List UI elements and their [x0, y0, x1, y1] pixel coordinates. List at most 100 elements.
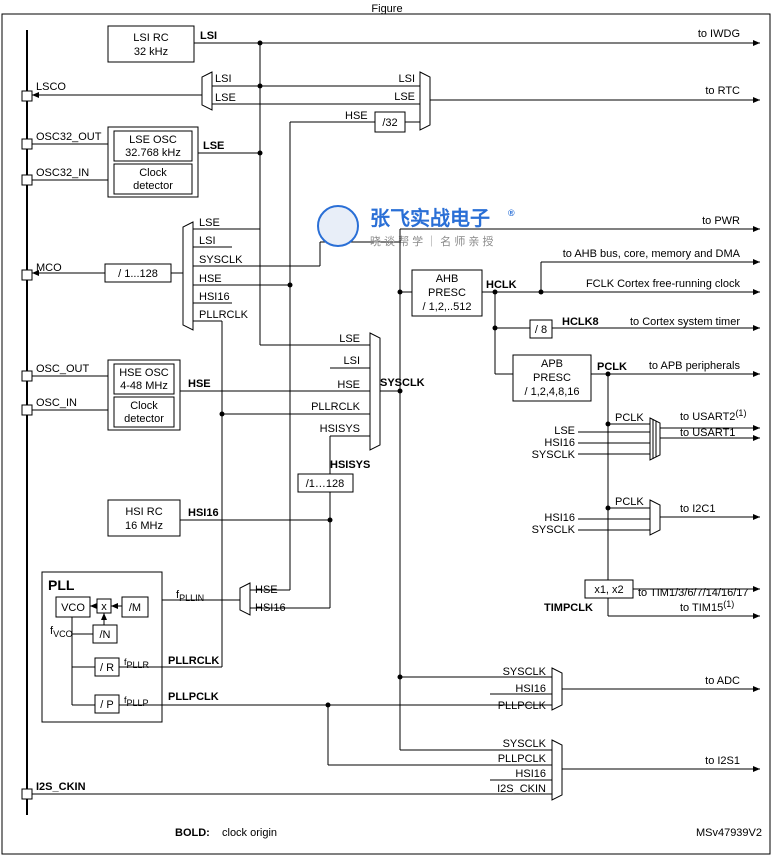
fpllp-label: fPLLP [124, 695, 149, 708]
pllrclk-label: PLLRCLK [168, 655, 219, 667]
svg-text:LSE: LSE [554, 425, 575, 437]
svg-text:OSC32_OUT: OSC32_OUT [36, 131, 102, 143]
diagram-border [1, 13, 771, 855]
svg-text:LSE OSC: LSE OSC [129, 134, 177, 146]
lsco-mux [201, 71, 213, 111]
svg-text:/M: /M [129, 602, 141, 614]
svg-text:SYSCLK: SYSCLK [503, 666, 547, 678]
to-tim15-label: to TIM15(1) [680, 599, 734, 614]
sysclk-label: SYSCLK [380, 377, 425, 389]
ahb-presc-block: AHB PRESC / 1,2,..512 [411, 269, 483, 317]
svg-text:LSI RC: LSI RC [133, 32, 169, 44]
pin-mco: MCO [21, 262, 62, 281]
hsi16-label: HSI16 [188, 507, 219, 519]
mco-mux [182, 221, 194, 331]
to-i2c1-label: to I2C1 [680, 503, 715, 515]
svg-text:16 MHz: 16 MHz [125, 520, 163, 532]
pin-osc-in: OSC_IN [21, 397, 77, 416]
svg-text:/ 1...128: / 1...128 [118, 268, 158, 280]
svg-text:PLLRCLK: PLLRCLK [199, 309, 249, 321]
pclk-label: PCLK [597, 361, 627, 373]
figure-ref: MSv47939V2 [696, 827, 762, 839]
lse-label: LSE [203, 140, 224, 152]
svg-text:OSC_OUT: OSC_OUT [36, 363, 89, 375]
svg-text:/N: /N [100, 629, 111, 641]
svg-text:/ 8: / 8 [535, 324, 547, 336]
figure-title: Figure [371, 3, 402, 15]
svg-text:/32: /32 [382, 117, 397, 129]
pin-i2s-ckin: I2S_CKIN [21, 781, 86, 800]
svg-text:VCO: VCO [61, 602, 85, 614]
to-i2s1-label: to I2S1 [705, 755, 740, 767]
hsisys-label: HSISYS [330, 459, 370, 471]
svg-text:PRESC: PRESC [533, 372, 571, 384]
svg-text:SYSCLK: SYSCLK [532, 524, 576, 536]
svg-text:/ P: / P [100, 699, 113, 711]
adc-mux [551, 667, 563, 711]
lsco-mux-lsi: LSI [215, 73, 232, 85]
rtc-mux-lsi: LSI [398, 73, 415, 85]
svg-text:/1…128: /1…128 [306, 478, 345, 490]
svg-text:Clock: Clock [130, 400, 158, 412]
svg-text:HSI16: HSI16 [515, 683, 546, 695]
rtc-mux [419, 71, 431, 131]
to-usart1-label: to USART1 [680, 427, 735, 439]
svg-text:HSI16: HSI16 [199, 291, 230, 303]
hclk-label: HCLK [486, 279, 517, 291]
svg-text:®: ® [508, 208, 515, 218]
fvco-label: fVCO [50, 625, 73, 639]
svg-text:HSI16: HSI16 [544, 512, 575, 524]
svg-text:32 kHz: 32 kHz [134, 46, 168, 58]
hsi-rc-block: HSI RC 16 MHz [107, 499, 181, 537]
svg-text:HSISYS: HSISYS [320, 423, 360, 435]
svg-text:/ R: / R [100, 662, 114, 674]
lse-osc-block: LSE OSC 32.768 kHz Clock detector [107, 126, 199, 198]
watermark: 张飞实战电子 ® 晓 谈 帮 学 ｜ 名 师 亲 授 [317, 205, 515, 248]
svg-text:PRESC: PRESC [428, 287, 466, 299]
lsco-mux-lse: LSE [215, 92, 236, 104]
svg-text:SYSCLK: SYSCLK [503, 738, 547, 750]
svg-text:APB: APB [541, 358, 563, 370]
svg-text:SYSCLK: SYSCLK [532, 449, 576, 461]
svg-text:HSE: HSE [337, 379, 360, 391]
svg-text:I2S_CKIN: I2S_CKIN [36, 781, 86, 793]
svg-text:PCLK: PCLK [615, 412, 644, 424]
svg-text:HSI16: HSI16 [544, 437, 575, 449]
lsi-label: LSI [200, 30, 217, 42]
to-iwdg-label: to IWDG [698, 28, 740, 40]
to-rtc-label: to RTC [705, 85, 740, 97]
svg-text:x1, x2: x1, x2 [594, 584, 623, 596]
svg-text:detector: detector [124, 413, 164, 425]
to-systick-label: to Cortex system timer [630, 316, 740, 328]
sysclk-mux [369, 332, 381, 451]
lsi-rc-block: LSI RC 32 kHz [107, 25, 195, 63]
svg-text:I2S_CKIN: I2S_CKIN [497, 783, 546, 795]
svg-text:AHB: AHB [436, 273, 459, 285]
hse-osc-block: HSE OSC 4-48 MHz Clock detector [107, 359, 181, 431]
svg-text:HSI16: HSI16 [515, 768, 546, 780]
pin-lsco: LSCO [21, 81, 66, 102]
to-adc-label: to ADC [705, 675, 740, 687]
svg-text:LSE: LSE [199, 217, 220, 229]
svg-text:detector: detector [133, 180, 173, 192]
i2s-mux [551, 739, 563, 801]
to-usart2-label: to USART2(1) [680, 408, 746, 423]
to-tim-label: to TIM1/3/6/7/14/16/17 [638, 587, 748, 599]
apb-presc-block: APB PRESC / 1,2,4,8,16 [512, 354, 592, 402]
svg-text:LSCO: LSCO [36, 81, 66, 93]
svg-text:张飞实战电子: 张飞实战电子 [370, 206, 490, 230]
svg-text:x: x [101, 601, 107, 613]
svg-text:OSC_IN: OSC_IN [36, 397, 77, 409]
svg-text:晓 谈 帮 学 ｜ 名 师 亲 授: 晓 谈 帮 学 ｜ 名 师 亲 授 [370, 234, 493, 248]
to-ahb-label: to AHB bus, core, memory and DMA [563, 248, 741, 260]
fpllr-label: fPLLR [124, 657, 150, 670]
pin-osc-out: OSC_OUT [21, 363, 89, 382]
i2c-mux [649, 499, 661, 536]
svg-text:Clock: Clock [139, 167, 167, 179]
svg-text:HSE OSC: HSE OSC [119, 367, 169, 379]
svg-text:4-48 MHz: 4-48 MHz [120, 380, 168, 392]
svg-text:32.768 kHz: 32.768 kHz [125, 147, 181, 159]
pin-osc32-in: OSC32_IN [21, 167, 89, 186]
